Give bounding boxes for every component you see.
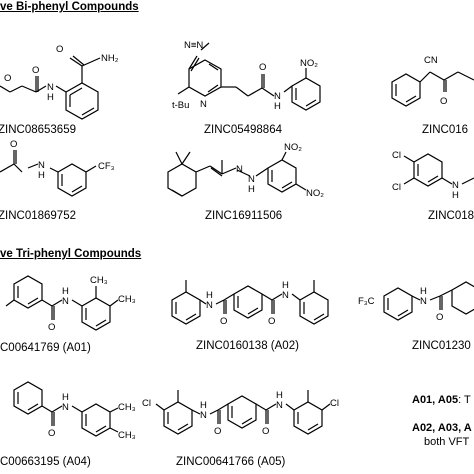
- biphenyl-section-heading: ve Bi-phenyl Compounds: [0, 1, 139, 13]
- caption-zinc16911506: ZINC16911506: [205, 210, 283, 222]
- atom-label-h: H: [62, 286, 69, 297]
- atom-label-o: O: [220, 316, 227, 327]
- structure-zinc016: [391, 71, 474, 107]
- atom-label-o: O: [10, 139, 17, 150]
- atom-label-cf3: CF₃: [98, 161, 115, 172]
- atom-label-o: O: [214, 426, 221, 437]
- atom-label-tbu: t-Bu: [172, 100, 189, 111]
- note-line-2: A02, A03, A: [412, 422, 472, 434]
- atom-label-n: N: [248, 174, 255, 185]
- atom-label-o: O: [4, 73, 11, 84]
- caption-a01: C00641769 (A01): [0, 342, 91, 354]
- caption-zinc08653659: ZINC08653659: [0, 124, 76, 136]
- atom-label-ch3: CH₃: [118, 430, 136, 441]
- atom-label-n: N: [206, 300, 213, 311]
- note-line-1-bold: A01, A05: [412, 394, 459, 406]
- atom-label-no2: NO₂: [300, 58, 318, 69]
- atom-label-cl: Cl: [392, 150, 401, 161]
- structure-a04: [13, 381, 119, 437]
- note-line-2-bold: A02, A03, A: [412, 422, 472, 434]
- atom-label-o: O: [48, 428, 55, 439]
- caption-zinc01869752: ZINC01869752: [0, 210, 76, 222]
- structure-zinc16911506: [167, 151, 307, 197]
- structure-a02: [171, 280, 329, 325]
- atom-label-o: O: [56, 44, 63, 55]
- atom-label-n: N: [452, 180, 459, 191]
- note-line-3-text: both VFT: [424, 436, 470, 448]
- atom-label-h: H: [282, 280, 289, 291]
- caption-a05: ZINC00641766 (A05): [176, 456, 286, 468]
- atom-label-n: N: [236, 164, 243, 175]
- note-line-1: A01, A05: T: [412, 394, 471, 406]
- atom-label-ch3: CH₃: [90, 275, 108, 286]
- atom-label-h: H: [62, 392, 69, 403]
- atom-label-f3c: F₃C: [358, 296, 375, 307]
- note-line-1-rest: : T: [458, 394, 471, 406]
- atom-label-h: H: [420, 286, 427, 297]
- atom-label-cn: CN: [424, 55, 438, 66]
- triphenyl-section-heading: ve Tri-phenyl Compounds: [0, 248, 142, 260]
- atom-label-nh2: NH₂: [101, 53, 119, 64]
- atom-label-n: N: [62, 296, 69, 307]
- caption-zinc01230: ZINC01230: [412, 340, 471, 352]
- atom-label-h: H: [38, 170, 45, 181]
- atom-label-o: O: [436, 312, 443, 323]
- atom-label-ch3: CH₃: [118, 402, 136, 413]
- atom-label-cl: Cl: [330, 398, 339, 409]
- caption-a02: ZINC0160138 (A02): [196, 340, 299, 352]
- structure-zinc018: [403, 153, 474, 187]
- atom-label-n: N: [47, 82, 54, 93]
- atom-label-n: N: [282, 290, 289, 301]
- atom-label-h: H: [276, 390, 283, 401]
- atom-label-ncn: N≡N: [184, 40, 203, 51]
- atom-label-n: N: [62, 402, 69, 413]
- atom-label-no2: NO₂: [284, 142, 302, 153]
- caption-zinc016: ZINC016: [422, 124, 469, 136]
- atom-label-n: N: [38, 160, 45, 171]
- atom-label-o: O: [32, 65, 39, 76]
- atom-label-cl: Cl: [142, 398, 151, 409]
- atom-label-h: H: [47, 92, 54, 103]
- structure-a05: [155, 390, 331, 435]
- atom-label-h: H: [206, 290, 213, 301]
- atom-label-o: O: [262, 426, 269, 437]
- structure-a01: [5, 275, 119, 331]
- atom-label-no2: NO₂: [306, 188, 324, 199]
- atom-label-n: N: [276, 400, 283, 411]
- structure-zinc08653659: [0, 55, 101, 120]
- atom-label-n: N: [420, 296, 427, 307]
- structure-zinc05498864: [177, 42, 321, 111]
- atom-label-h: H: [452, 190, 459, 201]
- structure-zinc01230: [383, 281, 474, 321]
- atom-label-cl: Cl: [392, 182, 401, 193]
- caption-zinc05498864: ZINC05498864: [204, 124, 282, 136]
- atom-label-ch3: CH₃: [118, 294, 136, 305]
- atom-label-h: H: [248, 184, 255, 195]
- structure-zinc01869752: [0, 150, 97, 197]
- atom-label-h: H: [200, 400, 207, 411]
- caption-a04: C00663195 (A04): [0, 456, 91, 468]
- atom-label-o: O: [440, 96, 447, 107]
- atom-label-h: H: [274, 101, 281, 112]
- atom-label-n: N: [200, 410, 207, 421]
- atom-label-n: N: [274, 91, 281, 102]
- caption-zinc018: ZINC018: [428, 210, 474, 222]
- atom-label-n: N: [200, 99, 207, 110]
- note-line-3: both VFT: [424, 436, 469, 448]
- atom-label-o: O: [268, 316, 275, 327]
- atom-label-o: O: [259, 62, 266, 73]
- atom-label-o: O: [48, 322, 55, 333]
